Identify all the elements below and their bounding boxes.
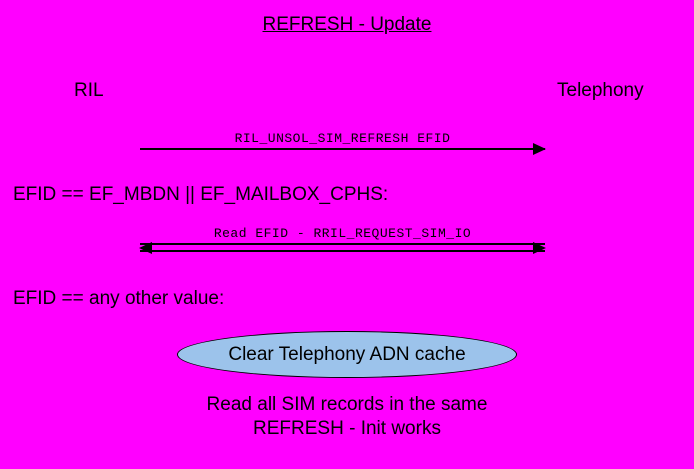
message-arrow-refresh: RIL_UNSOL_SIM_REFRESH EFID bbox=[140, 131, 546, 155]
arrowhead-right-icon bbox=[533, 242, 546, 254]
footer-line-2: REFRESH - Init works bbox=[253, 418, 441, 439]
message-line bbox=[140, 143, 546, 155]
page-title: REFRESH - Update bbox=[0, 14, 694, 36]
footer-note: Read all SIM records in the same REFRESH… bbox=[0, 393, 694, 441]
ellipse-node: Clear Telephony ADN cache bbox=[177, 331, 517, 378]
message-line bbox=[139, 242, 545, 254]
message-arrow-sim-io: Read EFID - RRIL_REQUEST_SIM_IO bbox=[139, 226, 546, 254]
actor-telephony: Telephony bbox=[557, 80, 644, 101]
message-line bbox=[140, 242, 546, 254]
message-label: RIL_UNSOL_SIM_REFRESH EFID bbox=[234, 131, 451, 146]
arrowhead-right-icon bbox=[533, 143, 546, 155]
arrowhead-left-icon bbox=[139, 242, 152, 254]
ellipse-label: Clear Telephony ADN cache bbox=[228, 343, 466, 365]
condition-text-other: EFID == any other value: bbox=[13, 288, 225, 309]
message-label: Read EFID - RRIL_REQUEST_SIM_IO bbox=[213, 226, 472, 241]
page-title-text: REFRESH - Update bbox=[262, 14, 432, 35]
actor-ril: RIL bbox=[74, 80, 104, 101]
footer-line-1: Read all SIM records in the same bbox=[206, 394, 488, 415]
condition-text-mbdn: EFID == EF_MBDN || EF_MAILBOX_CPHS: bbox=[13, 184, 389, 205]
